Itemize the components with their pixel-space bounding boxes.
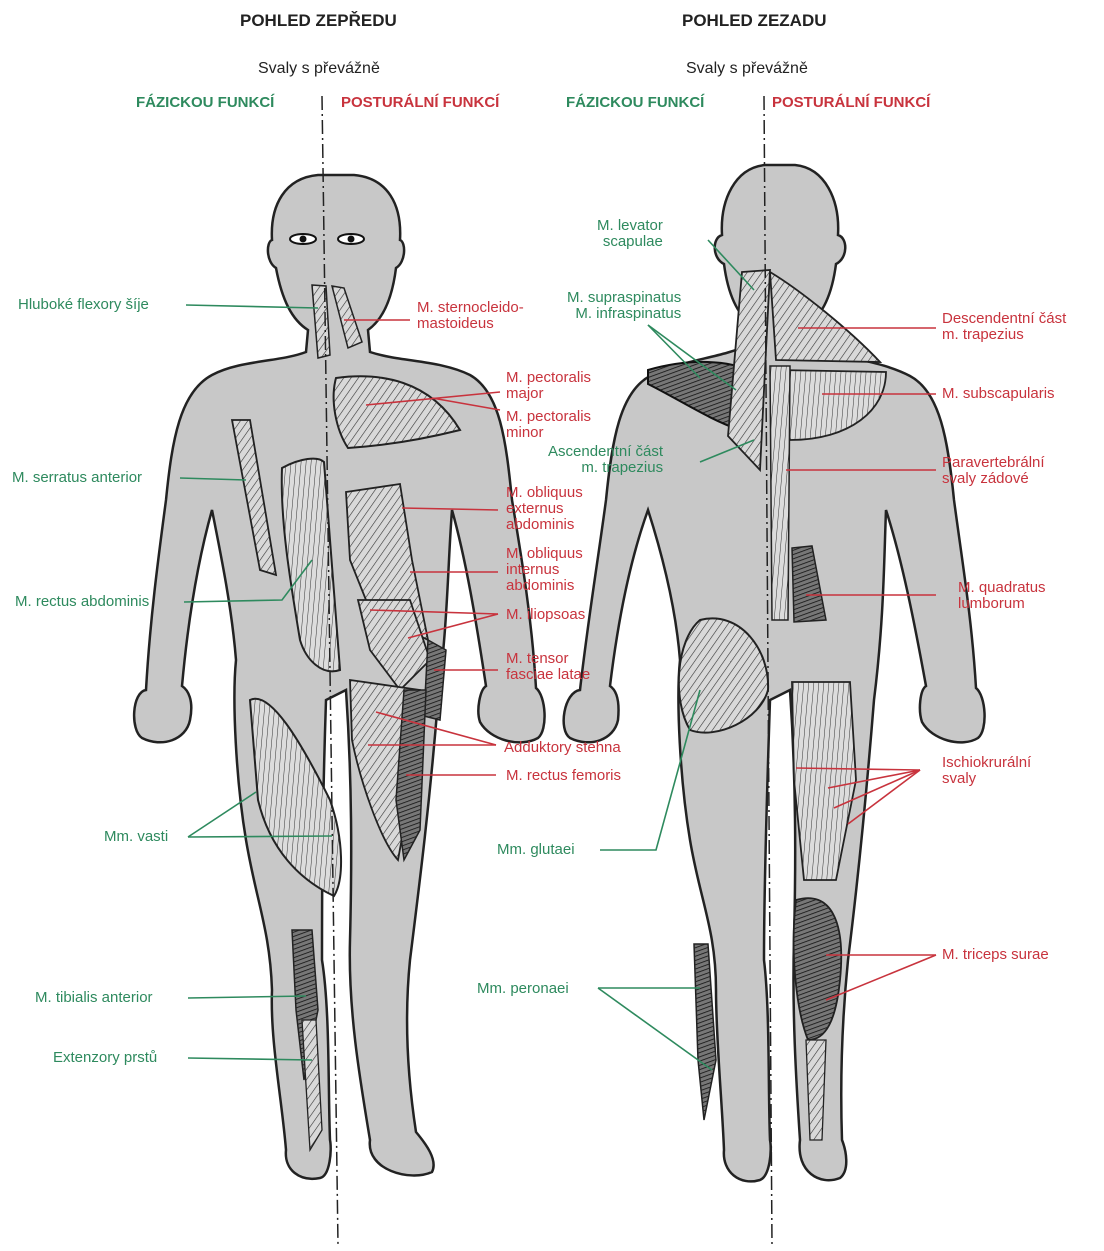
front-tensor: [424, 640, 446, 720]
label-obliquus-internus: M. obliquus internus abdominis: [506, 546, 583, 593]
back-title: POHLED ZEZADU: [682, 12, 827, 30]
label-iliopsoas: M. iliopsoas: [506, 607, 585, 623]
label-mm-peronaei: Mm. peronaei: [477, 981, 569, 997]
back-peronaei: [694, 944, 716, 1120]
label-tibialis-anterior: M. tibialis anterior: [35, 990, 153, 1006]
label-pectoralis-major: M. pectoralis major: [506, 370, 591, 402]
label-ascendentni-trapezius: Ascendentní část m. trapezius: [548, 444, 663, 476]
label-rectus-abdominis: M. rectus abdominis: [15, 594, 149, 610]
label-extenzory-prstu: Extenzory prstů: [53, 1050, 157, 1066]
label-levator-scapulae: M. levator scapulae: [597, 218, 663, 250]
back-figure: [564, 96, 985, 1245]
label-subscapularis: M. subscapularis: [942, 386, 1055, 402]
label-mm-vasti: Mm. vasti: [104, 829, 168, 845]
label-ischiokruralni-svaly: Ischiokrurální svaly: [942, 755, 1031, 787]
label-paravertebralni-svaly: Paravertebrální svaly zádové: [942, 455, 1045, 487]
label-rectus-femoris: M. rectus femoris: [506, 768, 621, 784]
front-phasic-caption: FÁZICKOU FUNKCÍ: [136, 95, 274, 111]
back-phasic-caption: FÁZICKOU FUNKCÍ: [566, 95, 704, 111]
front-subtitle: Svaly s převážně: [258, 61, 380, 78]
label-hluboke-flexory-sije: Hluboké flexory šíje: [18, 297, 149, 313]
label-adduktory-stehna: Adduktory stehna: [504, 740, 621, 756]
label-obliquus-externus: M. obliquus externus abdominis: [506, 485, 583, 532]
label-sternocleidomastoideus: M. sternocleido- mastoideus: [417, 300, 524, 332]
label-mm-glutaei: Mm. glutaei: [497, 842, 575, 858]
front-postural-caption: POSTURÁLNÍ FUNKCÍ: [341, 95, 499, 111]
front-title: POHLED ZEPŘEDU: [240, 12, 397, 30]
label-triceps-surae: M. triceps surae: [942, 947, 1049, 963]
back-paravertebral: [770, 366, 790, 620]
label-tensor-fasciae-latae: M. tensor fasciae latae: [506, 651, 590, 683]
label-supraspinatus-infraspinatus: M. supraspinatus M. infraspinatus: [567, 290, 681, 322]
label-descendentni-trapezius: Descendentní část m. trapezius: [942, 311, 1066, 343]
label-pectoralis-minor: M. pectoralis minor: [506, 409, 591, 441]
back-postural-caption: POSTURÁLNÍ FUNKCÍ: [772, 95, 930, 111]
label-quadratus-lumborum: M. quadratus lumborum: [958, 580, 1046, 612]
back-subtitle: Svaly s převážně: [686, 61, 808, 78]
back-achilles: [806, 1040, 826, 1140]
label-serratus-anterior: M. serratus anterior: [12, 470, 142, 486]
